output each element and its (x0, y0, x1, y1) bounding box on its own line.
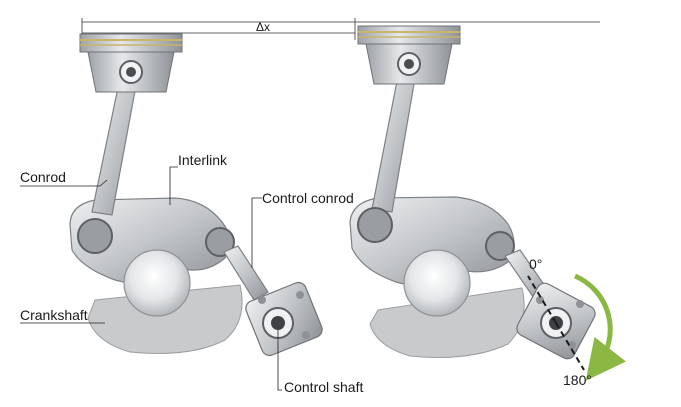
angle-180-line (555, 322, 585, 371)
left-engine-assembly (69, 33, 323, 357)
leader-lines (20, 166, 282, 391)
angle-180-label: 180° (563, 372, 592, 388)
right-conrod (371, 75, 416, 213)
left-conrod-pin (77, 218, 113, 254)
left-piston (79, 33, 183, 93)
control-shaft-leader (277, 330, 282, 391)
rotation-arc-arrow (573, 273, 627, 381)
right-engine-assembly (349, 25, 627, 381)
delta-x-dimension (81, 18, 600, 40)
right-interlink-pin (485, 231, 515, 261)
right-conrod-pin (357, 207, 393, 243)
right-crank-disc (403, 249, 471, 317)
left-interlink (69, 197, 231, 284)
left-conrod (91, 77, 138, 216)
delta-x-label: Δx (256, 20, 271, 34)
interlink-leader (169, 166, 178, 205)
right-control-shaft (516, 282, 596, 360)
right-piston (357, 25, 461, 85)
conrod-label: Conrod (20, 169, 66, 185)
crankshaft-label: Crankshaft (20, 307, 88, 323)
conrod-leader (20, 179, 108, 187)
control-conrod-leader (251, 197, 262, 268)
left-crankshaft-web (87, 284, 243, 354)
left-interlink-pin (205, 227, 235, 257)
control-shaft-label: Control shaft (284, 379, 364, 395)
control-conrod-label: Control conrod (262, 190, 354, 206)
angle-zero-line (527, 275, 557, 324)
left-crank-disc (123, 249, 191, 317)
angle-zero-label: 0° (529, 256, 543, 272)
interlink-label: Interlink (178, 152, 228, 168)
left-control-shaft (245, 281, 323, 357)
left-control-conrod (223, 245, 269, 301)
